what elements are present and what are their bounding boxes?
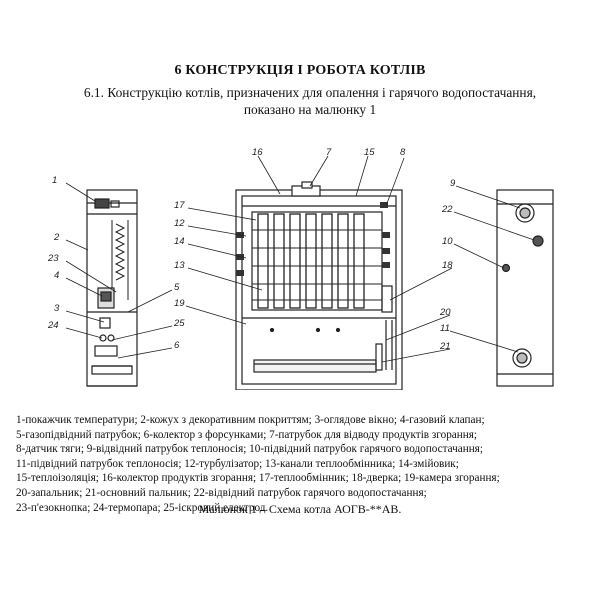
figure-caption: Малюнок 1 – Схема котла АОГВ-**АВ.: [198, 502, 402, 516]
callout-25: 25: [173, 318, 185, 329]
legend-line-7: 23-п'езокнопка; 24-термопара; 25-іскрови…: [16, 501, 269, 514]
callout-19: 19: [174, 298, 185, 309]
intro-line-1: 6.1. Конструкцію котлів, призначених для…: [83, 85, 537, 100]
legend-line-4: 11-підвідний патрубок теплоносія; 12-тур…: [16, 457, 459, 470]
legend-line-5: 15-теплоізоляція; 16-колектор продуктів …: [16, 472, 500, 485]
legend-line-2: 5-газопідвідний патрубок; 6-колектор з ф…: [16, 428, 477, 441]
legend-line-1: 1-покажчик температури; 2-кожух з декора…: [16, 414, 485, 426]
callout-4: 4: [54, 270, 59, 281]
callout-22: 22: [441, 204, 453, 215]
callout-14: 14: [174, 236, 185, 247]
callout-7: 7: [326, 147, 332, 158]
callout-11: 11: [440, 323, 450, 334]
callout-10: 10: [442, 236, 453, 247]
side-view: [86, 189, 138, 387]
right-side-view: [496, 189, 554, 387]
callout-1: 1: [52, 175, 57, 186]
front-section-view: [235, 181, 403, 390]
legend-line-3: 8-датчик тяги; 9-відвідний патрубок тепл…: [16, 443, 483, 456]
callout-24: 24: [47, 320, 59, 331]
section-heading: 6 КОНСТРУКЦІЯ І РОБОТА КОТЛІВ: [174, 63, 426, 78]
callout-21: 21: [439, 341, 451, 352]
callout-2: 2: [53, 232, 60, 243]
callout-23: 23: [47, 253, 59, 264]
legend-line-6: 20-запальник; 21-основний пальник; 22-ві…: [16, 486, 427, 499]
callout-9: 9: [450, 178, 456, 189]
callout-15: 15: [364, 147, 375, 158]
legend: 1-покажчик температури; 2-кожух з декора…: [16, 413, 591, 515]
callout-17: 17: [174, 200, 185, 211]
callout-18: 18: [442, 260, 453, 271]
boiler-diagram: 1 2 23 4 3 24 25 5 19 6 17 12 14 13 16 7…: [47, 147, 554, 390]
callout-5: 5: [174, 282, 180, 293]
callout-20: 20: [439, 307, 451, 318]
callout-13: 13: [174, 260, 185, 271]
intro-paragraph: 6.1. Конструкцію котлів, призначених для…: [30, 84, 590, 118]
intro-line-2: показано на малюнку 1: [243, 102, 377, 117]
callout-3: 3: [54, 303, 60, 314]
callout-16: 16: [252, 147, 263, 158]
callout-6: 6: [174, 340, 180, 351]
leader-lines: [65, 155, 535, 363]
callout-12: 12: [174, 218, 185, 229]
callout-8: 8: [400, 147, 406, 158]
